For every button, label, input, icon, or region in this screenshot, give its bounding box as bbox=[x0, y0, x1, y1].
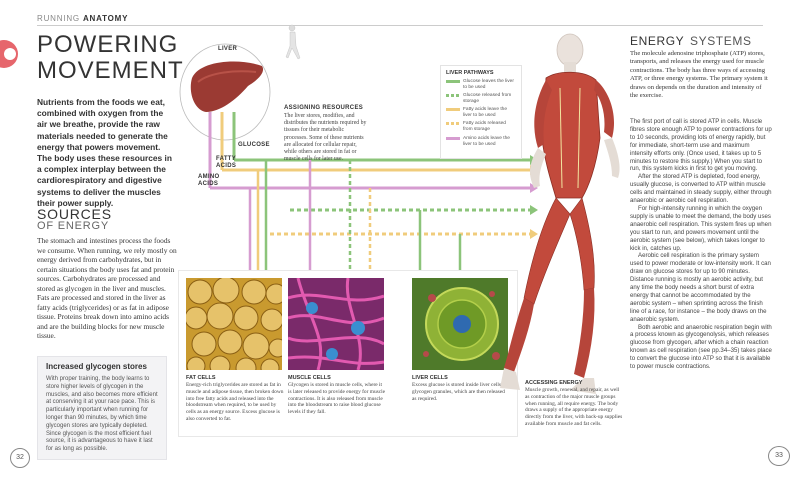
fat-cells-body: Energy-rich triglycerides are stored as … bbox=[186, 382, 284, 422]
runner-small-icon bbox=[285, 24, 301, 60]
fatty-acids-label: FATTY ACIDS bbox=[216, 156, 237, 169]
sources-heading: SOURCES bbox=[37, 206, 112, 222]
accessing-energy-title: ACCESSING ENERGY bbox=[525, 380, 583, 386]
energy-intro: The molecule adenosine triphosphate (ATP… bbox=[630, 50, 768, 100]
runner-anatomy-figure bbox=[500, 33, 620, 394]
legend-item: Glucose released from storage bbox=[446, 93, 516, 104]
page-number-right: 33 bbox=[768, 446, 790, 466]
legend-item: Fatty acids released from storage bbox=[446, 121, 516, 132]
assigning-body: The liver stores, modifies, and distribu… bbox=[284, 113, 367, 163]
glycogen-box bbox=[37, 356, 167, 460]
liver-icon bbox=[190, 61, 264, 112]
liver-cells-title: LIVER CELLS bbox=[412, 375, 448, 381]
legend-item: Glucose leaves the liver to be used bbox=[446, 79, 516, 90]
liver-label: LIVER bbox=[218, 46, 238, 52]
running-header: RUNNING ANATOMY bbox=[37, 14, 129, 23]
liver-circle bbox=[179, 43, 271, 141]
energy-paragraph: After the stored ATP is depleted, food e… bbox=[630, 173, 772, 205]
muscle-cells-body: Glycogen is stored in muscle cells, wher… bbox=[288, 382, 386, 416]
runner-torso bbox=[541, 71, 601, 199]
page-title-line1: POWERING bbox=[37, 31, 179, 58]
liver-cells-body: Excess glucose is stored inside liver ce… bbox=[412, 382, 507, 402]
energy-body: The first port of call is stored ATP in … bbox=[630, 118, 772, 371]
legend-item: Fatty acids leave the liver to be used bbox=[446, 107, 516, 118]
energy-subheading: SYSTEMS bbox=[690, 34, 752, 48]
runner-head bbox=[556, 33, 584, 67]
energy-paragraph: For high-intensity running in which the … bbox=[630, 204, 772, 252]
fat-cells-image bbox=[186, 278, 282, 370]
chapter-tab-ring bbox=[4, 48, 16, 60]
page-title-line2: MOVEMENT bbox=[37, 57, 184, 84]
glycogen-box-title: Increased glycogen stores bbox=[46, 362, 147, 371]
legend-item: Amino acids leave the liver to be used bbox=[446, 136, 516, 147]
page-number-left: 32 bbox=[10, 448, 30, 468]
sources-body: The stomach and intestines process the f… bbox=[37, 236, 177, 340]
energy-paragraph: Both aerobic and anaerobic respiration b… bbox=[630, 323, 772, 371]
accessing-energy-body: Muscle growth, renewal, and repair, as w… bbox=[525, 387, 623, 427]
amino-acids-label: AMINO ACIDS bbox=[198, 174, 220, 187]
muscle-cells-image bbox=[288, 278, 384, 370]
glucose-label: GLUCOSE bbox=[238, 142, 270, 148]
pathways-diagram bbox=[179, 24, 538, 270]
energy-paragraph: The first port of call is stored ATP in … bbox=[630, 118, 772, 173]
lead-paragraph: Nutrients from the foods we eat, combine… bbox=[37, 97, 172, 208]
header-rule bbox=[37, 25, 763, 26]
energy-paragraph: Aerobic cell respiration is the primary … bbox=[630, 252, 771, 323]
fat-cells-title: FAT CELLS bbox=[186, 375, 216, 381]
muscle-cells-title: MUSCLE CELLS bbox=[288, 375, 331, 381]
sources-subheading: OF ENERGY bbox=[37, 220, 109, 232]
legend-title: LIVER PATHWAYS bbox=[446, 70, 494, 76]
energy-heading: ENERGY bbox=[630, 34, 685, 48]
assigning-title: ASSIGNING RESOURCES bbox=[284, 105, 364, 111]
liver-cells-image bbox=[412, 278, 508, 370]
glycogen-box-body: With proper training, the body learns to… bbox=[46, 376, 158, 453]
